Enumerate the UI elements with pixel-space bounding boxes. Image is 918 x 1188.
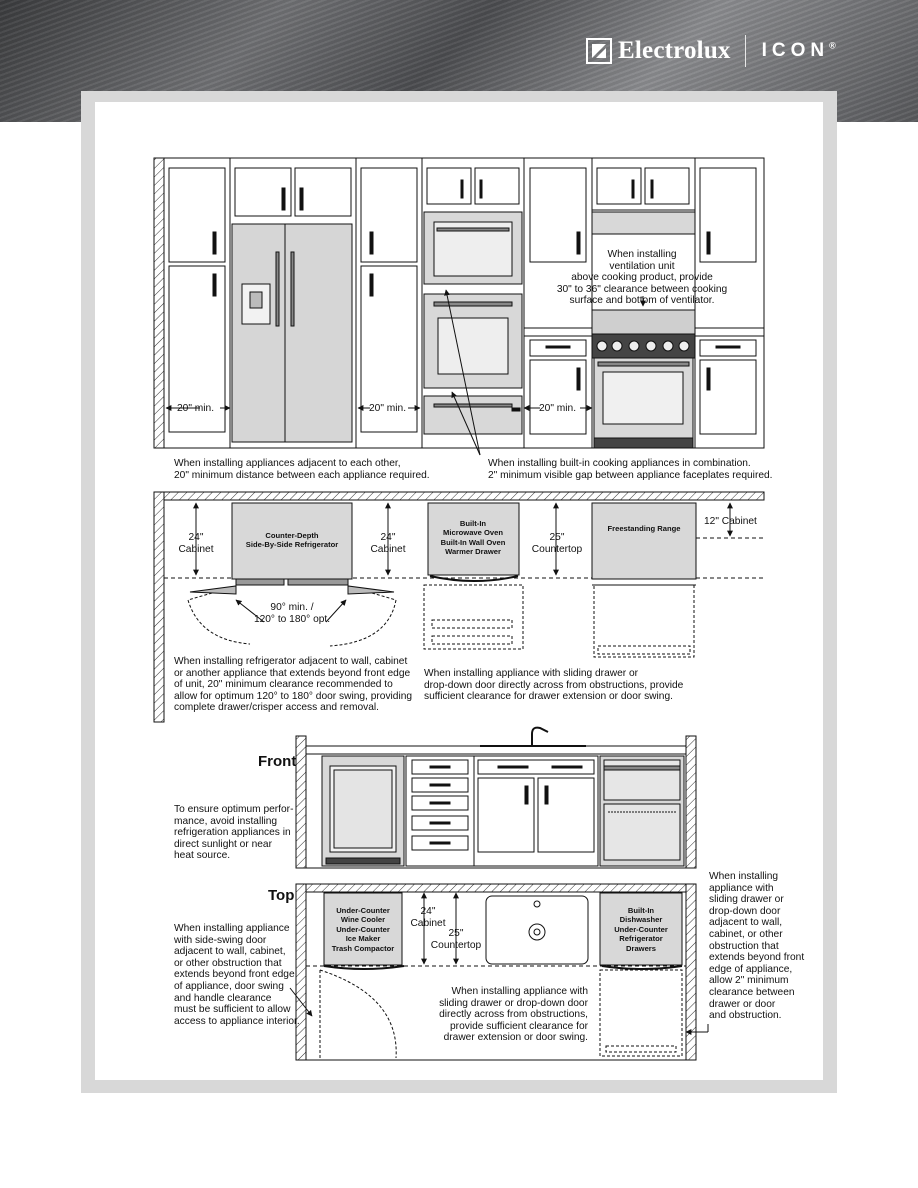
front-heading: Front [258,753,297,770]
top-wine-cooler [323,892,403,966]
gap-label-2: 20" min. [369,403,407,414]
plan-left-cabinet-label: 24" Cabinet [178,532,214,555]
product-line-text: ICON [761,40,830,61]
fridge-clearance-note: When installing refrigerator adjacent to… [174,656,413,714]
plan-countertop-label: 25" Countertop [531,532,583,555]
top-wine-label: Under-Counter Wine Cooler Under-Counter … [331,906,395,953]
sliding-drawer-note: When installing appliance with sliding d… [439,986,588,1044]
elevation-view [153,157,765,456]
ventilation-note: When installing ventilation unit above c… [556,249,728,307]
plan-mid-cabinet-label: 24" Cabinet [370,532,406,555]
top-dishwasher [599,892,683,966]
sunlight-note: To ensure optimum perfor- mance, avoid i… [174,804,294,862]
brand-name: Electrolux [618,37,731,64]
ventilation-hood [591,211,696,235]
top-dishwasher-label: Built-In Dishwasher Under-Counter Refrig… [614,906,668,953]
brand-logo: Electrolux ICON® [586,34,836,68]
warmer-drawer [423,395,523,435]
plan-range-label: Freestanding Range [607,524,681,533]
left-wall [153,157,165,449]
registered-mark: ® [829,40,836,51]
plan-built-in [427,502,520,576]
adjacent-appliance-note: When installing appliances adjacent to e… [174,458,430,481]
gap-label-3: 20" min. [539,403,577,414]
top-countertop-25-label: 25" Countertop [430,928,482,951]
freestanding-range-top [591,309,696,335]
product-line: ICON® [762,40,836,62]
top-cabinet-24-label: 24" Cabinet [410,906,446,929]
range-control-panel [591,333,696,359]
right-clearance-note: When installing appliance with sliding d… [709,871,805,1022]
drawer-clearance-note: When installing appliance with sliding d… [424,668,684,703]
plan-fridge [231,502,353,580]
undercounter-front-view [295,726,697,869]
plan-view [153,491,765,723]
top-sink [485,895,589,965]
plan-fridge-label: Counter-Depth Side-By-Side Refrigerator [245,531,339,550]
undercounter-top-view [289,883,709,1061]
plan-range [591,502,697,580]
top-heading: Top [268,887,295,904]
side-swing-note: When installing appliance with side-swin… [174,923,300,1027]
door-swing-label: 90° min. / 120° to 180° opt. [253,602,331,625]
electrolux-logo-icon [586,38,612,64]
gap-label-1: 20" min. [177,403,215,414]
combination-note: When installing built-in cooking applian… [488,458,773,481]
brand-divider [744,35,746,67]
plan-12-cabinet-label: 12" Cabinet [704,516,757,527]
plan-built-in-label: Built-In Microwave Oven Built-In Wall Ov… [440,519,506,557]
